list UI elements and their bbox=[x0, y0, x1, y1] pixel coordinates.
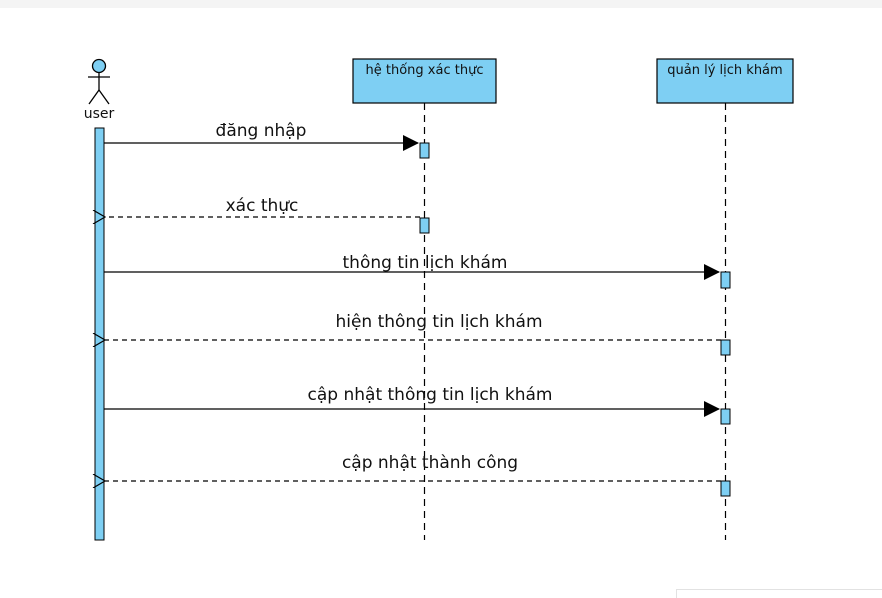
activation-auth-1 bbox=[419, 142, 430, 159]
actor-label: user bbox=[84, 106, 115, 122]
activation-schedule-2 bbox=[720, 339, 731, 356]
actor-user[interactable]: user bbox=[84, 58, 115, 123]
activation-schedule-1 bbox=[720, 271, 731, 289]
actor-activation-bar bbox=[94, 127, 105, 541]
message-dang-nhap[interactable]: đăng nhập bbox=[104, 121, 419, 151]
message-label: xác thực bbox=[226, 196, 299, 216]
lifeline-auth-box bbox=[352, 58, 497, 104]
message-hien-thong-tin-lich-kham[interactable]: hiện thông tin lịch khám bbox=[105, 312, 721, 340]
lifeline-schedule-label: quản lý lịch khám bbox=[667, 63, 782, 78]
lifeline-auth-label: hệ thống xác thực bbox=[366, 63, 484, 78]
message-cap-nhat-thong-tin-lich-kham[interactable]: cập nhật thông tin lịch khám bbox=[104, 385, 720, 417]
actor-leg-left bbox=[88, 89, 100, 105]
actor-head bbox=[91, 58, 107, 74]
lifeline-schedule[interactable]: quản lý lịch khám bbox=[656, 58, 794, 540]
lifeline-schedule-box bbox=[656, 58, 794, 104]
lifeline-auth[interactable]: hệ thống xác thực bbox=[352, 58, 497, 540]
message-label: đăng nhập bbox=[216, 121, 307, 141]
message-label: thông tin lịch khám bbox=[343, 253, 508, 273]
activation-schedule-3 bbox=[720, 408, 731, 425]
message-label: cập nhật thông tin lịch khám bbox=[308, 385, 553, 405]
message-label: cập nhật thành công bbox=[342, 453, 518, 473]
actor-leg-right bbox=[98, 89, 110, 105]
message-label: hiện thông tin lịch khám bbox=[335, 312, 542, 332]
top-bar bbox=[0, 0, 882, 8]
activation-auth-2 bbox=[419, 217, 430, 234]
message-thong-tin-lich-kham[interactable]: thông tin lịch khám bbox=[104, 253, 720, 280]
corner-panel bbox=[676, 589, 882, 598]
message-xac-thuc[interactable]: xác thực bbox=[105, 196, 420, 217]
activation-schedule-4 bbox=[720, 480, 731, 497]
message-cap-nhat-thanh-cong[interactable]: cập nhật thành công bbox=[105, 453, 721, 481]
